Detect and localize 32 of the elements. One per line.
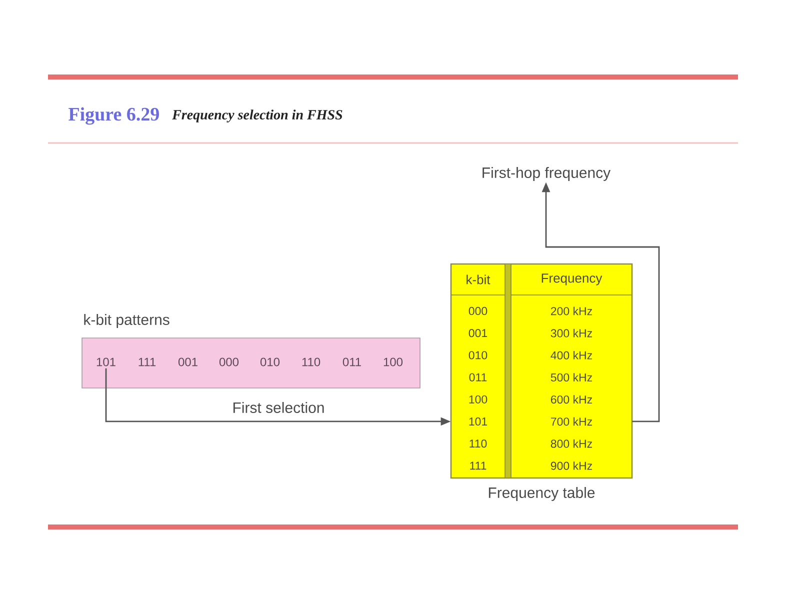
bit-pattern: 000 — [219, 358, 239, 366]
table-cell: 900 kHz — [550, 461, 592, 470]
table-cell: 010 — [468, 351, 488, 360]
bit-pattern: 010 — [260, 358, 280, 366]
table-cell: 200 kHz — [551, 306, 592, 316]
table-cell: 011 — [469, 373, 487, 382]
bit-pattern: 001 — [178, 358, 198, 366]
figure-title: Figure 6.29 — [68, 107, 159, 125]
table-cell: 600 kHz — [551, 395, 592, 404]
table-cell: 400 kHz — [550, 350, 592, 360]
column-header: Frequency — [542, 274, 602, 286]
table-cell: 101 — [469, 417, 488, 426]
table-cell: 111 — [470, 462, 486, 470]
table-cell: 800 kHz — [550, 439, 592, 448]
table-caption: Frequency table — [488, 487, 595, 501]
bit-pattern: 011 — [342, 358, 361, 366]
table-cell: 000 — [468, 306, 488, 316]
table-cell: 700 kHz — [551, 417, 592, 426]
bit-pattern: 111 — [138, 358, 156, 366]
figure-caption: Frequency selection in FHSS — [172, 110, 342, 122]
band-heading: k-bit patterns — [84, 314, 170, 328]
column-header: k-bit — [466, 274, 490, 284]
table-cell: 500 kHz — [550, 373, 592, 382]
bit-pattern: 110 — [302, 358, 320, 366]
bit-pattern: 100 — [384, 358, 403, 366]
table-cell: 110 — [470, 440, 487, 448]
bit-pattern: 101 — [96, 358, 116, 366]
table-cell: 100 — [469, 395, 488, 404]
table-cell: 300 kHz — [550, 328, 592, 338]
output-label: First-hop frequency — [482, 167, 611, 181]
edge-label: First selection — [231, 400, 326, 414]
table-cell: 001 — [468, 329, 488, 338]
